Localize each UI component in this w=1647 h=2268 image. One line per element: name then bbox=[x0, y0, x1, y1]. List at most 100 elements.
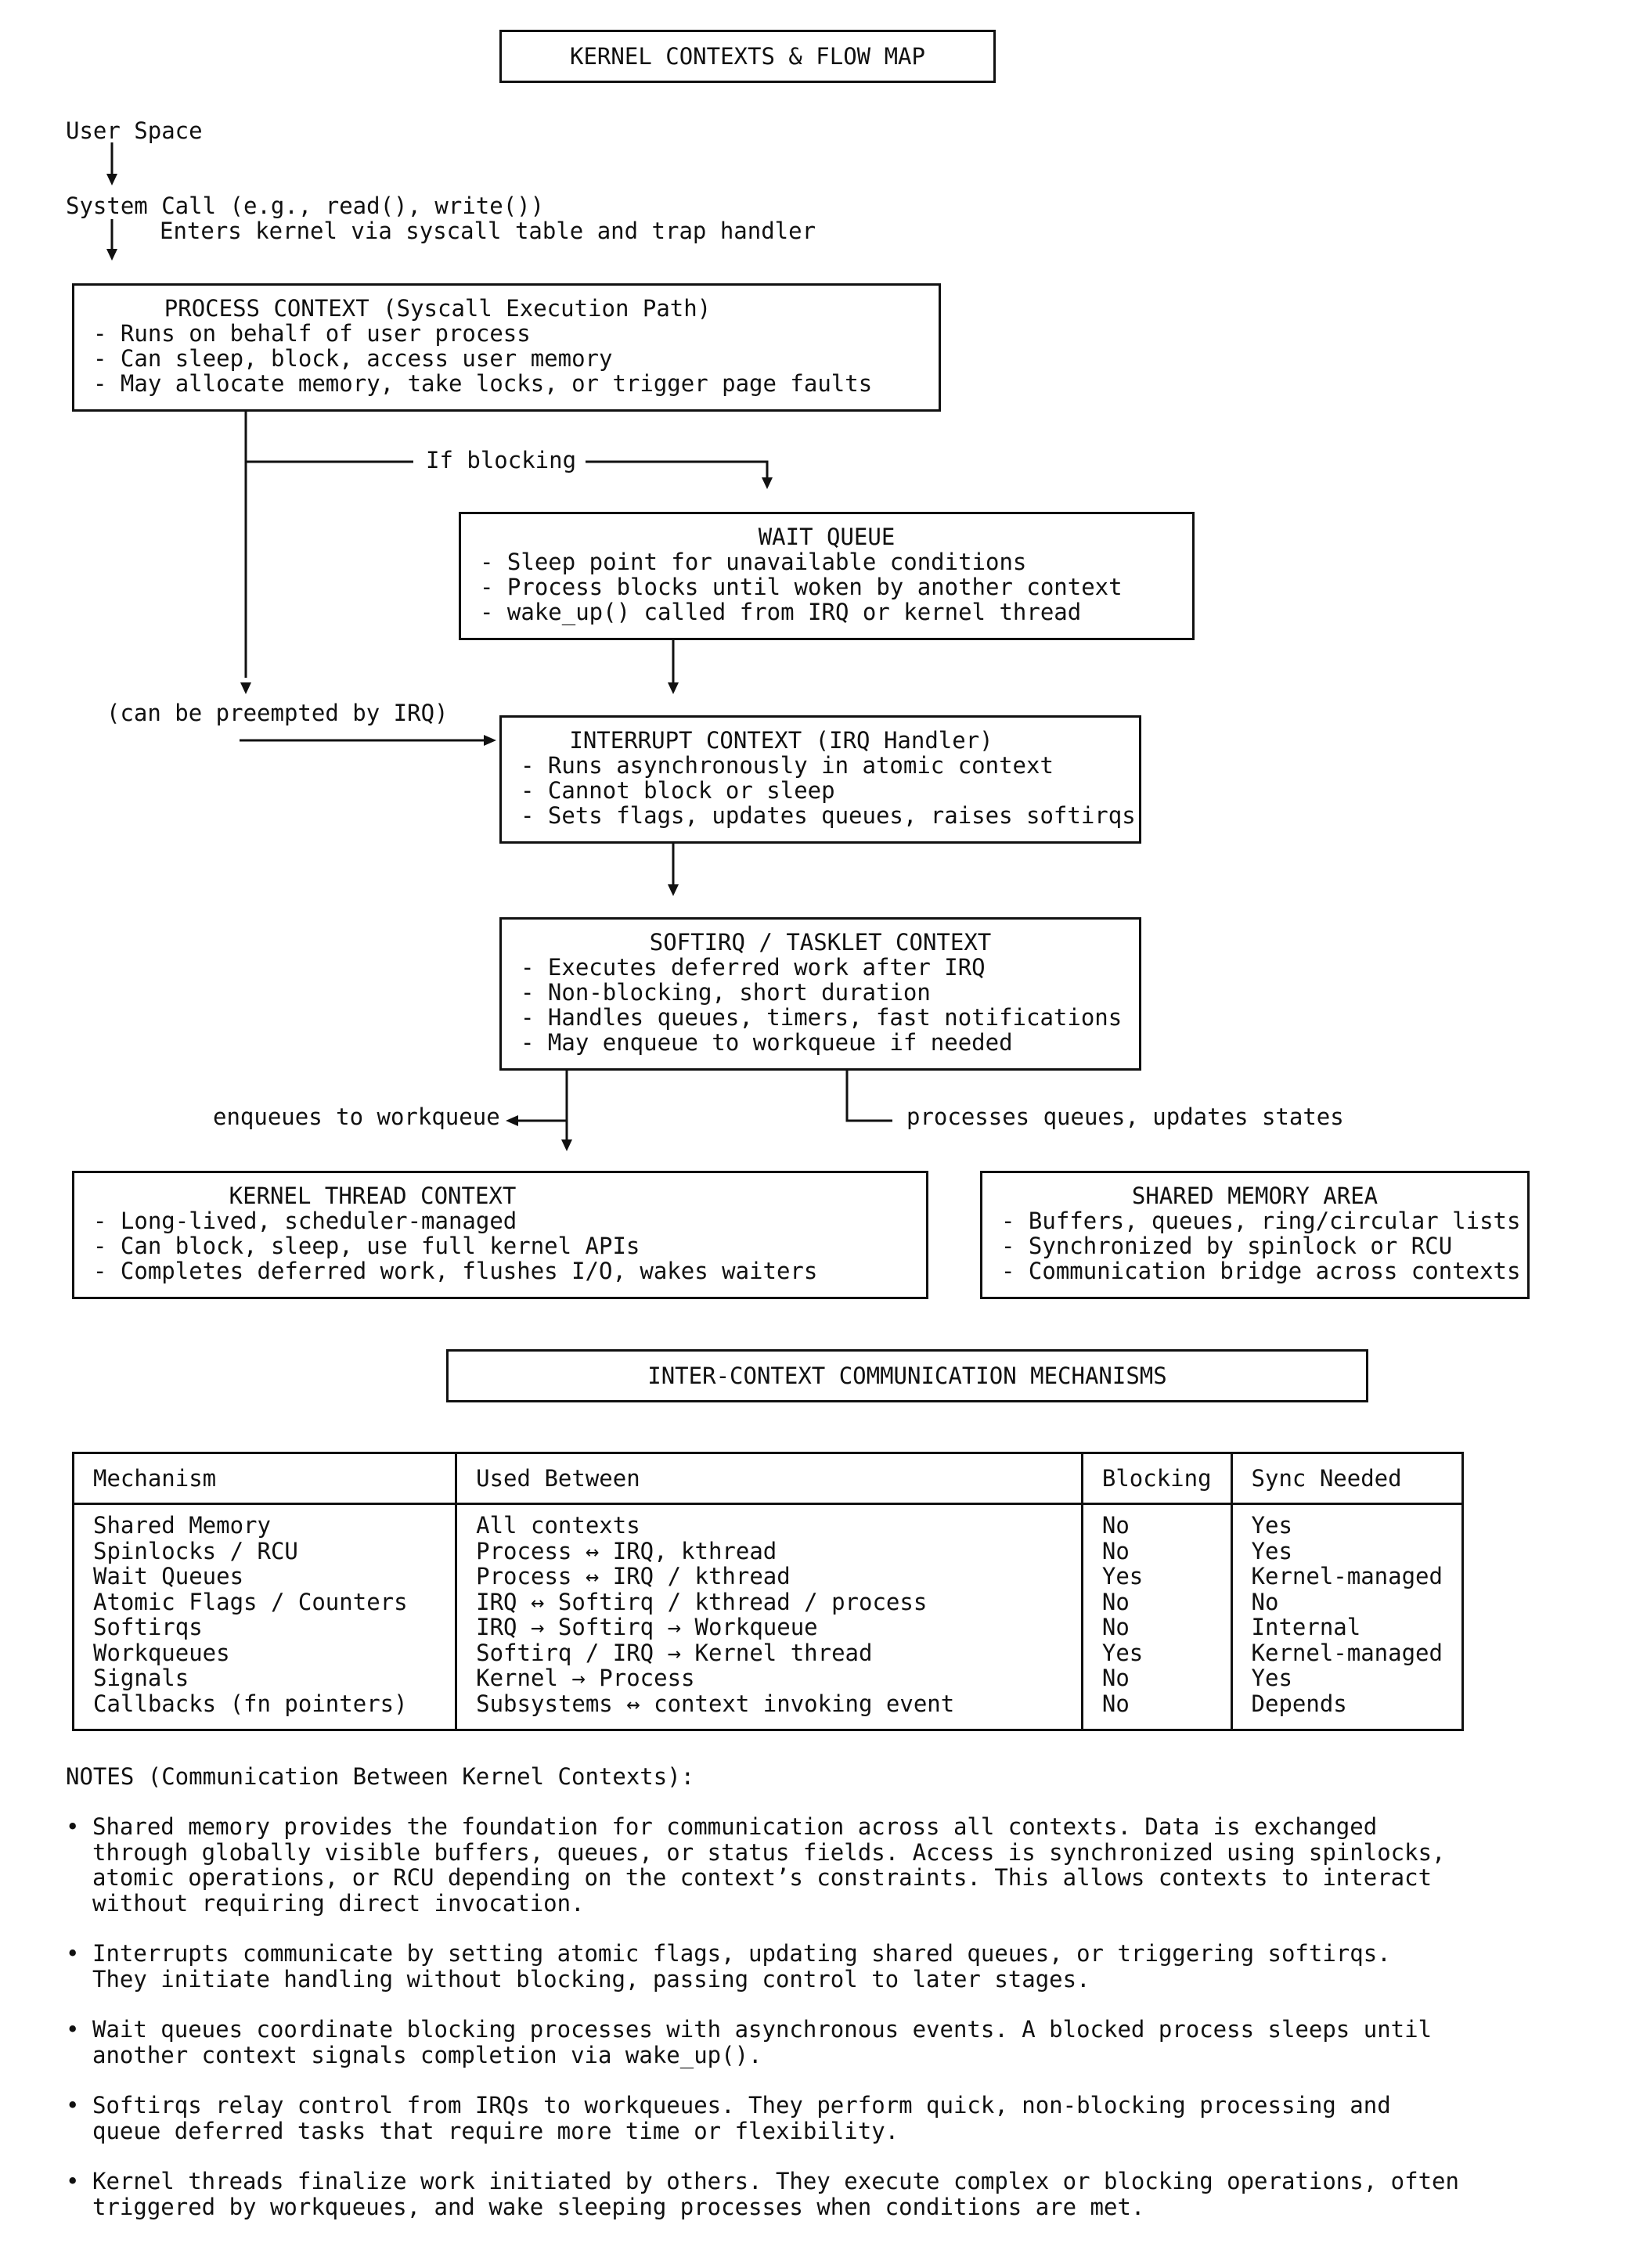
arrowhead bbox=[106, 174, 117, 185]
wait-queue-box: WAIT QUEUE - Sleep point for unavailable… bbox=[459, 512, 1195, 640]
cell-sync-needed: Yes bbox=[1230, 1538, 1465, 1564]
cell-used-between: Subsystems ↔ context invoking event bbox=[455, 1690, 1083, 1731]
mechanisms-table: Mechanism Used Between Blocking Sync Nee… bbox=[71, 1452, 1465, 1731]
kernel-thread-context-line: - Can block, sleep, use full kernel APIs bbox=[93, 1233, 640, 1259]
kernel-thread-context-box: KERNEL THREAD CONTEXT - Long-lived, sche… bbox=[72, 1171, 928, 1299]
cell-used-between: Softirq / IRQ → Kernel thread bbox=[455, 1640, 1083, 1665]
cell-blocking: No bbox=[1080, 1665, 1233, 1691]
note-text: Shared memory provides the foundation fo… bbox=[92, 1813, 1446, 1917]
column-header-mechanism: Mechanism bbox=[71, 1452, 458, 1505]
table-row: Softirqs IRQ → Softirq → Workqueue No In… bbox=[71, 1615, 1465, 1640]
syscall-note: Enters kernel via syscall table and trap… bbox=[160, 218, 816, 244]
cell-blocking: Yes bbox=[1080, 1640, 1233, 1665]
connector-if-blocking-right bbox=[586, 460, 769, 477]
bullet-icon: • bbox=[66, 1940, 80, 1967]
cell-mechanism: Shared Memory bbox=[71, 1503, 458, 1539]
processes-label: processes queues, updates states bbox=[906, 1103, 1344, 1130]
shared-memory-line: - Communication bridge across contexts bbox=[1001, 1258, 1521, 1284]
bullet-icon: • bbox=[66, 2092, 80, 2119]
arrowhead bbox=[240, 682, 251, 694]
table-row: Wait Queues Process ↔ IRQ / kthread Yes … bbox=[71, 1564, 1465, 1589]
note-item: • Softirqs relay control from IRQs to wo… bbox=[66, 2093, 1600, 2144]
cell-used-between: Process ↔ IRQ / kthread bbox=[455, 1564, 1083, 1589]
interrupt-context-line: - Runs asynchronously in atomic context bbox=[521, 752, 1054, 779]
note-text: Softirqs relay control from IRQs to work… bbox=[92, 2092, 1391, 2144]
kernel-thread-context-title: KERNEL THREAD CONTEXT bbox=[229, 1183, 517, 1209]
arrowhead bbox=[762, 477, 773, 489]
cell-mechanism: Spinlocks / RCU bbox=[71, 1538, 458, 1564]
cell-blocking: No bbox=[1080, 1503, 1233, 1539]
table-row: Spinlocks / RCU Process ↔ IRQ, kthread N… bbox=[71, 1538, 1465, 1564]
table-row: Callbacks (fn pointers) Subsystems ↔ con… bbox=[71, 1690, 1465, 1731]
column-header-blocking: Blocking bbox=[1080, 1452, 1233, 1505]
cell-sync-needed: Kernel-managed bbox=[1230, 1564, 1465, 1589]
process-context-line: - May allocate memory, take locks, or tr… bbox=[93, 370, 873, 397]
arrowhead bbox=[106, 249, 117, 261]
softirq-context-box: SOFTIRQ / TASKLET CONTEXT - Executes def… bbox=[499, 917, 1141, 1071]
wait-queue-line: - Process blocks until woken by another … bbox=[480, 574, 1123, 600]
arrowhead bbox=[506, 1115, 518, 1126]
interrupt-context-box: INTERRUPT CONTEXT (IRQ Handler) - Runs a… bbox=[499, 715, 1141, 844]
shared-memory-box: SHARED MEMORY AREA - Buffers, queues, ri… bbox=[980, 1171, 1530, 1299]
note-text: Kernel threads finalize work initiated b… bbox=[92, 2168, 1459, 2220]
process-context-line: - Can sleep, block, access user memory bbox=[93, 345, 613, 372]
note-text: Wait queues coordinate blocking processe… bbox=[92, 2016, 1433, 2068]
softirq-context-line: - Handles queues, timers, fast notificat… bbox=[521, 1004, 1123, 1031]
interrupt-context-line: - Sets flags, updates queues, raises sof… bbox=[521, 802, 1136, 829]
cell-blocking: No bbox=[1080, 1589, 1233, 1615]
user-space-label: User Space bbox=[66, 117, 203, 144]
table-row: Workqueues Softirq / IRQ → Kernel thread… bbox=[71, 1640, 1465, 1665]
arrowhead bbox=[561, 1139, 572, 1151]
cell-used-between: All contexts bbox=[455, 1503, 1083, 1539]
cell-mechanism: Wait Queues bbox=[71, 1564, 458, 1589]
note-item: • Kernel threads finalize work initiated… bbox=[66, 2169, 1600, 2219]
cell-sync-needed: Depends bbox=[1230, 1690, 1465, 1731]
note-item: • Shared memory provides the foundation … bbox=[66, 1814, 1600, 1916]
cell-used-between: IRQ → Softirq → Workqueue bbox=[455, 1615, 1083, 1640]
wait-queue-line: - Sleep point for unavailable conditions bbox=[480, 549, 1027, 575]
kernel-thread-context-line: - Completes deferred work, flushes I/O, … bbox=[93, 1258, 818, 1284]
softirq-context-line: - Executes deferred work after IRQ bbox=[521, 954, 986, 981]
column-header-used-between: Used Between bbox=[455, 1452, 1083, 1505]
bullet-icon: • bbox=[66, 2016, 80, 2043]
syscall-label: System Call (e.g., read(), write()) bbox=[66, 193, 545, 219]
softirq-context-line: - May enqueue to workqueue if needed bbox=[521, 1029, 1013, 1056]
wait-queue-line: - wake_up() called from IRQ or kernel th… bbox=[480, 599, 1082, 625]
cell-sync-needed: No bbox=[1230, 1589, 1465, 1615]
process-context-box: PROCESS CONTEXT (Syscall Execution Path)… bbox=[72, 283, 941, 412]
cell-blocking: No bbox=[1080, 1615, 1233, 1640]
note-text: Interrupts communicate by setting atomic… bbox=[92, 1940, 1391, 1993]
if-blocking-label: If blocking bbox=[426, 447, 577, 473]
arrowhead bbox=[668, 682, 679, 694]
cell-used-between: Kernel → Process bbox=[455, 1665, 1083, 1691]
bullet-icon: • bbox=[66, 2168, 80, 2194]
shared-memory-line: - Synchronized by spinlock or RCU bbox=[1001, 1233, 1453, 1259]
connector-softirq-to-kthread bbox=[518, 1071, 568, 1122]
cell-blocking: No bbox=[1080, 1538, 1233, 1564]
diagram-title: KERNEL CONTEXTS & FLOW MAP bbox=[499, 30, 996, 83]
enqueues-label: enqueues to workqueue bbox=[213, 1103, 500, 1130]
cell-used-between: Process ↔ IRQ, kthread bbox=[455, 1538, 1083, 1564]
shared-memory-title: SHARED MEMORY AREA bbox=[1131, 1183, 1379, 1209]
cell-mechanism: Atomic Flags / Counters bbox=[71, 1589, 458, 1615]
arrowhead bbox=[484, 735, 496, 746]
table-row: Signals Kernel → Process No Yes bbox=[71, 1665, 1465, 1691]
mechanisms-title: INTER-CONTEXT COMMUNICATION MECHANISMS bbox=[446, 1349, 1368, 1402]
cell-used-between: IRQ ↔ Softirq / kthread / process bbox=[455, 1589, 1083, 1615]
note-item: • Interrupts communicate by setting atom… bbox=[66, 1941, 1600, 1992]
connector-softirq-to-shared bbox=[845, 1071, 892, 1122]
process-context-title: PROCESS CONTEXT (Syscall Execution Path) bbox=[164, 295, 712, 322]
kernel-thread-context-line: - Long-lived, scheduler-managed bbox=[93, 1208, 517, 1234]
cell-mechanism: Softirqs bbox=[71, 1615, 458, 1640]
table-row: Atomic Flags / Counters IRQ ↔ Softirq / … bbox=[71, 1589, 1465, 1615]
cell-sync-needed: Yes bbox=[1230, 1503, 1465, 1539]
softirq-context-line: - Non-blocking, short duration bbox=[521, 979, 931, 1006]
note-item: • Wait queues coordinate blocking proces… bbox=[66, 2017, 1600, 2068]
interrupt-context-title: INTERRUPT CONTEXT (IRQ Handler) bbox=[569, 727, 993, 754]
cell-blocking: Yes bbox=[1080, 1564, 1233, 1589]
preempted-label: (can be preempted by IRQ) bbox=[106, 700, 449, 726]
softirq-context-title: SOFTIRQ / TASKLET CONTEXT bbox=[649, 929, 992, 956]
bullet-icon: • bbox=[66, 1813, 80, 1840]
notes-title: NOTES (Communication Between Kernel Cont… bbox=[66, 1763, 695, 1790]
